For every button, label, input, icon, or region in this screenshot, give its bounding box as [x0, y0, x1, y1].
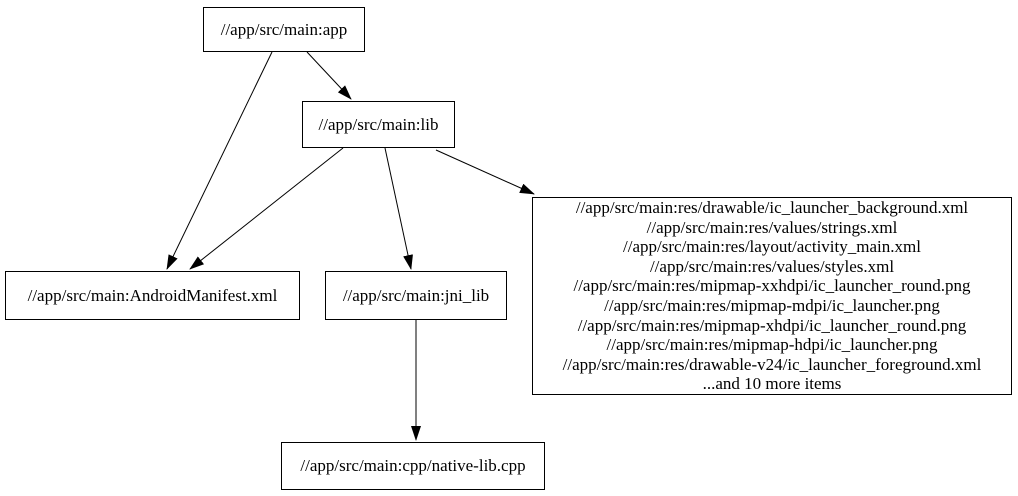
node-app-target: //app/src/main:app: [203, 7, 365, 52]
edge-app-to-lib: [306, 51, 352, 100]
res-file-line: //app/src/main:res/mipmap-xhdpi/ic_launc…: [577, 315, 967, 335]
node-android-manifest: //app/src/main:AndroidManifest.xml: [5, 271, 300, 320]
edge-lib-to-manifest: [189, 147, 344, 270]
node-jni-lib-label: //app/src/main:jni_lib: [342, 285, 490, 305]
node-app-label: //app/src/main:app: [220, 19, 348, 39]
node-resource-files-group: //app/src/main:res/drawable/ic_launcher_…: [532, 197, 1012, 395]
edge-app-to-manifest: [166, 51, 273, 270]
res-file-line: //app/src/main:res/values/strings.xml: [646, 217, 898, 237]
edge-lib-to-res: [435, 149, 535, 195]
res-file-line: //app/src/main:res/mipmap-mdpi/ic_launch…: [604, 296, 940, 315]
res-more-items-line: ...and 10 more items: [702, 374, 842, 394]
res-file-line: //app/src/main:res/mipmap-xxhdpi/ic_laun…: [573, 276, 971, 296]
res-file-line: //app/src/main:res/values/styles.xml: [649, 256, 895, 276]
res-file-line: //app/src/main:res/drawable-v24/ic_launc…: [562, 354, 982, 374]
res-file-line: //app/src/main:res/layout/activity_main.…: [623, 237, 921, 257]
node-native-lib-cpp-label: //app/src/main:cpp/native-lib.cpp: [300, 456, 526, 476]
node-native-lib-cpp: //app/src/main:cpp/native-lib.cpp: [281, 442, 545, 490]
node-lib-target: //app/src/main:lib: [302, 101, 455, 148]
node-lib-label: //app/src/main:lib: [318, 114, 439, 134]
node-jni-lib: //app/src/main:jni_lib: [325, 271, 507, 320]
res-file-line: //app/src/main:res/mipmap-hdpi/ic_launch…: [606, 335, 938, 355]
edge-lib-to-jni: [384, 147, 413, 270]
res-file-line: //app/src/main:res/drawable/ic_launcher_…: [575, 198, 969, 218]
node-android-manifest-label: //app/src/main:AndroidManifest.xml: [27, 285, 278, 305]
